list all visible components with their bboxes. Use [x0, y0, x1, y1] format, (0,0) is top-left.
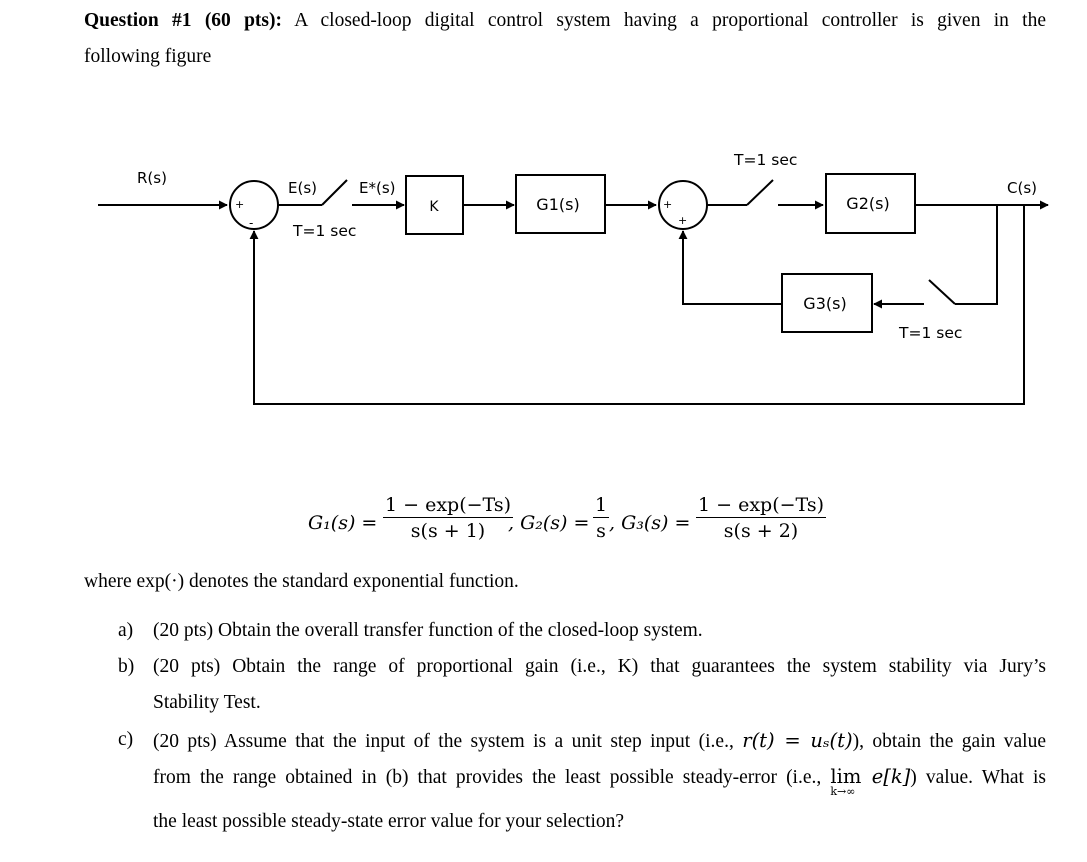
sum1-plus-sign: + — [235, 198, 244, 211]
g3-numerator: 1 − exp(−Ts) — [698, 494, 824, 516]
question-heading: Question #1 (60 pts): — [84, 10, 283, 31]
error-sequence-math: e[k] — [861, 765, 911, 788]
sampler1-period: T=1 sec — [292, 222, 356, 240]
item-a-text: (20 pts) Obtain the overall transfer fun… — [153, 620, 703, 641]
g2-denominator: s — [596, 520, 606, 542]
question-intro-line-2: following figure — [84, 46, 212, 67]
g1-block-label: G1(s) — [536, 195, 579, 214]
error-label: E(s) — [288, 179, 317, 197]
g1-equation-lhs: G₁(s) = — [308, 512, 378, 534]
sampler-switch-3 — [928, 279, 956, 305]
item-c-line-3: the least possible steady-state error va… — [153, 811, 625, 832]
item-b-line-2: Stability Test. — [153, 692, 261, 713]
item-c-letter: c) — [118, 729, 134, 750]
g3-fraction: 1 − exp(−Ts) s(s + 2) — [696, 494, 826, 542]
sampler3-period: T=1 sec — [898, 324, 962, 342]
where-line: where exp(·) denotes the standard expone… — [84, 571, 519, 592]
question-intro-text: A closed-loop digital control system hav… — [282, 10, 1047, 31]
g2-block-label: G2(s) — [846, 194, 889, 213]
item-c-line-1: (20 pts) Assume that the input of the sy… — [153, 729, 1047, 752]
g3-block-label: G3(s) — [803, 294, 846, 313]
sum1-minus-sign: - — [249, 216, 253, 230]
item-a-letter: a) — [118, 620, 134, 641]
g3-to-sum2-line — [678, 230, 782, 305]
input-label: R(s) — [137, 169, 167, 187]
sampler-switch-2 — [746, 179, 774, 206]
inner-feedback-tap — [955, 205, 998, 305]
outer-feedback-line — [249, 205, 1025, 405]
sampler-switch-1 — [321, 179, 348, 206]
item-c-line-2: from the range obtained in (b) that prov… — [153, 765, 1047, 798]
sampler2-period: T=1 sec — [733, 151, 797, 169]
limit-subscript: k→∞ — [830, 785, 856, 798]
block-diagram: R(s) E(s) E*(s) T=1 sec K G1(s) T=1 sec … — [98, 151, 1049, 405]
sampled-error-label: E*(s) — [359, 179, 396, 197]
g1-denominator: s(s + 1) — [410, 520, 486, 542]
question-intro-line-1: Question #1 (60 pts): A closed-loop digi… — [84, 10, 1046, 32]
g2-block — [825, 173, 916, 234]
item-b-letter: b) — [118, 656, 135, 677]
g3-equation-lhs: , G₃(s) = — [609, 512, 691, 534]
item-b-line-1: (20 pts) Obtain the range of proportiona… — [153, 656, 1046, 677]
sum2-plus-left-sign: + — [663, 198, 672, 211]
gain-block-label: K — [429, 199, 439, 215]
output-label: C(s) — [1007, 179, 1037, 197]
g1-fraction: 1 − exp(−Ts) s(s + 1) — [383, 494, 513, 542]
sum2-plus-bottom-sign: + — [678, 214, 687, 227]
g2-equation-lhs: , G₂(s) = — [508, 512, 590, 534]
unit-step-math: r(t) = uₛ(t) — [742, 729, 853, 752]
g2-numerator: 1 — [595, 494, 608, 516]
g3-denominator: s(s + 2) — [723, 520, 799, 542]
g2-fraction: 1 s — [593, 494, 610, 542]
g1-numerator: 1 − exp(−Ts) — [385, 494, 511, 516]
